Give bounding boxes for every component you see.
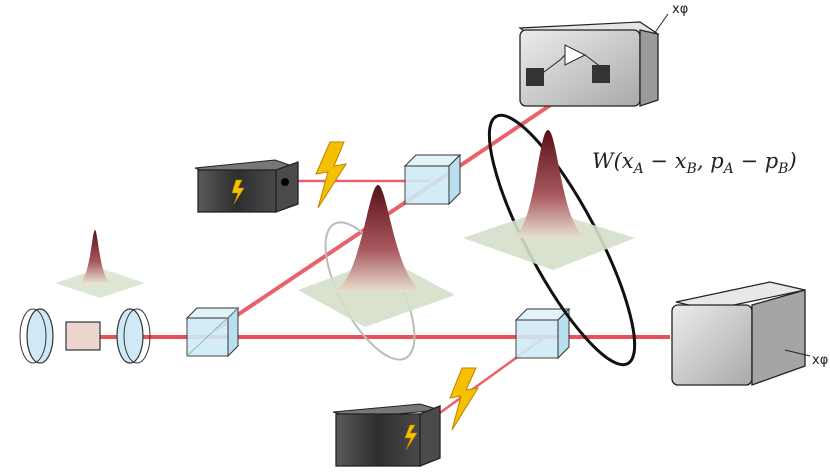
- wigner-plane-middle: [298, 258, 455, 327]
- label-xphi-right: xφ: [812, 353, 828, 368]
- label-leader-right: [784, 349, 811, 357]
- photodiode-right: [592, 65, 610, 83]
- amplifier-icon: [539, 44, 606, 76]
- nonlinear-crystal: [65, 321, 101, 351]
- lens-right-rim: [123, 308, 151, 364]
- homodyne-detector-top: [518, 21, 660, 107]
- lens-right: [116, 308, 144, 364]
- photodiode-left: [526, 68, 544, 86]
- wigner-function-formula: W(xA − xB, pA − pB): [592, 149, 797, 177]
- wigner-peak-large: [510, 130, 590, 238]
- wigner-peak-small: [78, 230, 112, 283]
- output-wigner-plot: [463, 113, 637, 367]
- wigner-peak-middle: [330, 185, 428, 292]
- source-assembly: [19, 308, 151, 364]
- laser-aperture: [281, 178, 289, 186]
- lens-left: [26, 308, 54, 364]
- homodyne-detector-right: [671, 281, 806, 386]
- lightning-icon: [231, 179, 245, 205]
- local-oscillator-laser-bottom: [332, 403, 441, 467]
- lens-left-rim: [19, 308, 47, 364]
- label-leader-top: [653, 13, 669, 35]
- input-wigner-plot: [55, 230, 145, 298]
- label-xphi-top: xφ: [672, 2, 688, 17]
- lightning-icon: [449, 367, 480, 431]
- beam-splitter-1: [185, 306, 240, 358]
- middle-wigner-plot: [298, 185, 455, 361]
- lightning-icon: [315, 141, 348, 209]
- beam-splitter-2: [403, 153, 462, 206]
- lightning-icon: [404, 424, 418, 451]
- wigner-plane-large: [463, 210, 635, 270]
- beam-splitter-3: [514, 307, 571, 360]
- local-oscillator-laser-top: [194, 159, 299, 213]
